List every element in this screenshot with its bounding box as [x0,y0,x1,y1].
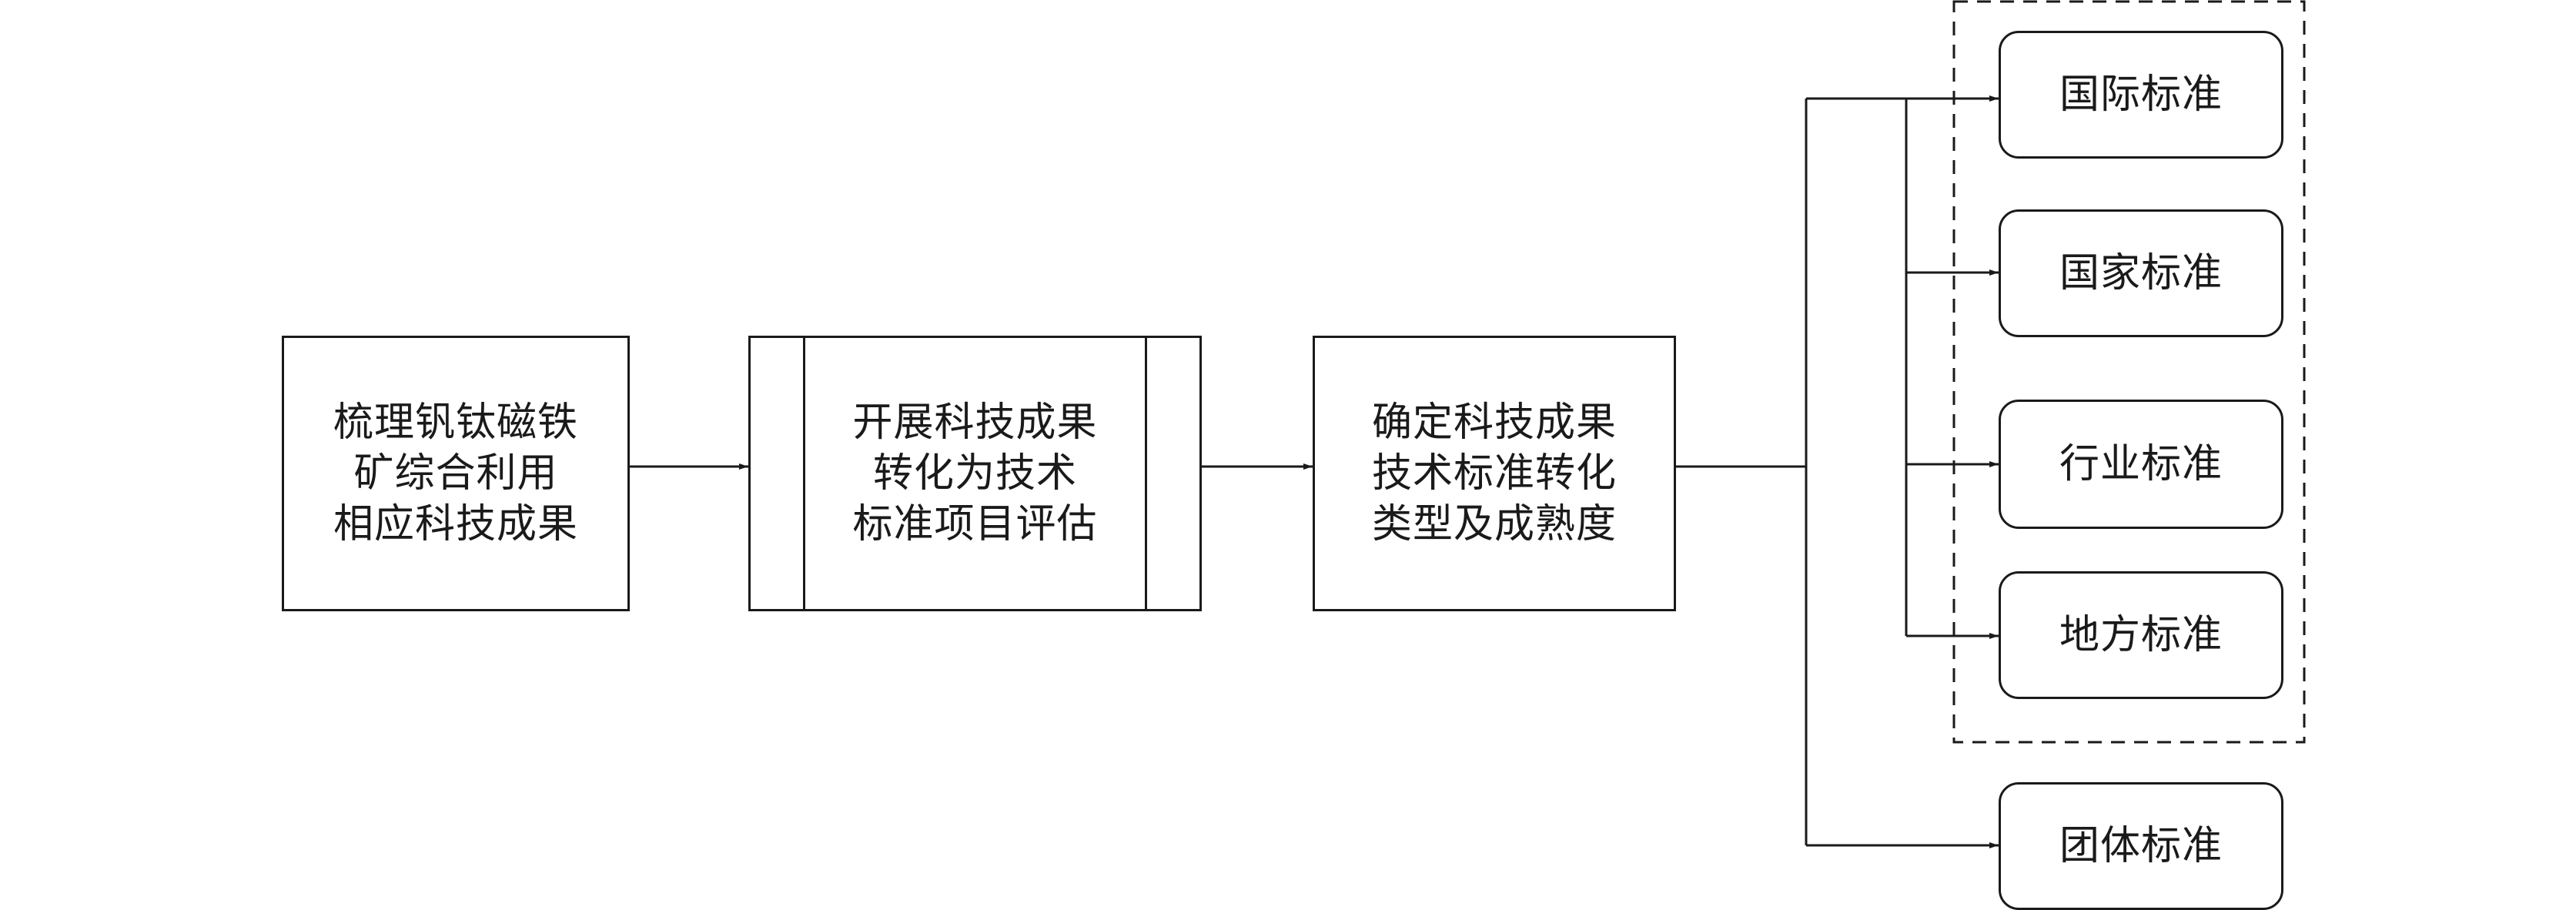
government-standards-group [1952,0,2306,744]
step-evaluate-text: 开展科技成果转化为技术标准项目评估 [852,397,1097,550]
step-sort-text: 梳理钒钛磁铁矿综合利用相应科技成果 [333,397,578,550]
step-sort-line-3: 相应科技成果 [333,501,578,547]
step-determine-line-2: 技术标准转化 [1371,450,1617,497]
standard-national: 国家标准 [1999,209,2283,337]
standard-industry-label: 行业标准 [2059,441,2223,487]
standard-industry: 行业标准 [1999,400,2283,529]
step-evaluate-line-2: 转化为技术 [872,450,1077,497]
step-sort-achievements: 梳理钒钛磁铁矿综合利用相应科技成果 [282,336,630,611]
standard-international-label: 国际标准 [2059,72,2223,118]
standard-group-label: 团体标准 [2059,823,2223,869]
standard-local: 地方标准 [1999,571,2283,699]
step-evaluate-process: 开展科技成果转化为技术标准项目评估 [748,336,1202,611]
step-determine-line-1: 确定科技成果 [1371,400,1617,446]
step-determine-line-3: 类型及成熟度 [1371,501,1617,547]
standard-group: 团体标准 [1999,782,2283,910]
step-evaluate-line-1: 开展科技成果 [852,400,1098,446]
standard-national-label: 国家标准 [2059,250,2223,296]
step-determine-text: 确定科技成果技术标准转化类型及成熟度 [1372,397,1617,550]
standard-international: 国际标准 [1999,31,2283,159]
step-determine-type: 确定科技成果技术标准转化类型及成熟度 [1313,336,1676,611]
step-sort-line-2: 矿综合利用 [353,450,558,497]
step-sort-line-1: 梳理钒钛磁铁 [333,400,578,446]
process-right-bar [1145,338,1147,609]
process-left-bar [803,338,805,609]
standard-local-label: 地方标准 [2059,612,2223,658]
step-evaluate-line-3: 标准项目评估 [852,501,1098,547]
